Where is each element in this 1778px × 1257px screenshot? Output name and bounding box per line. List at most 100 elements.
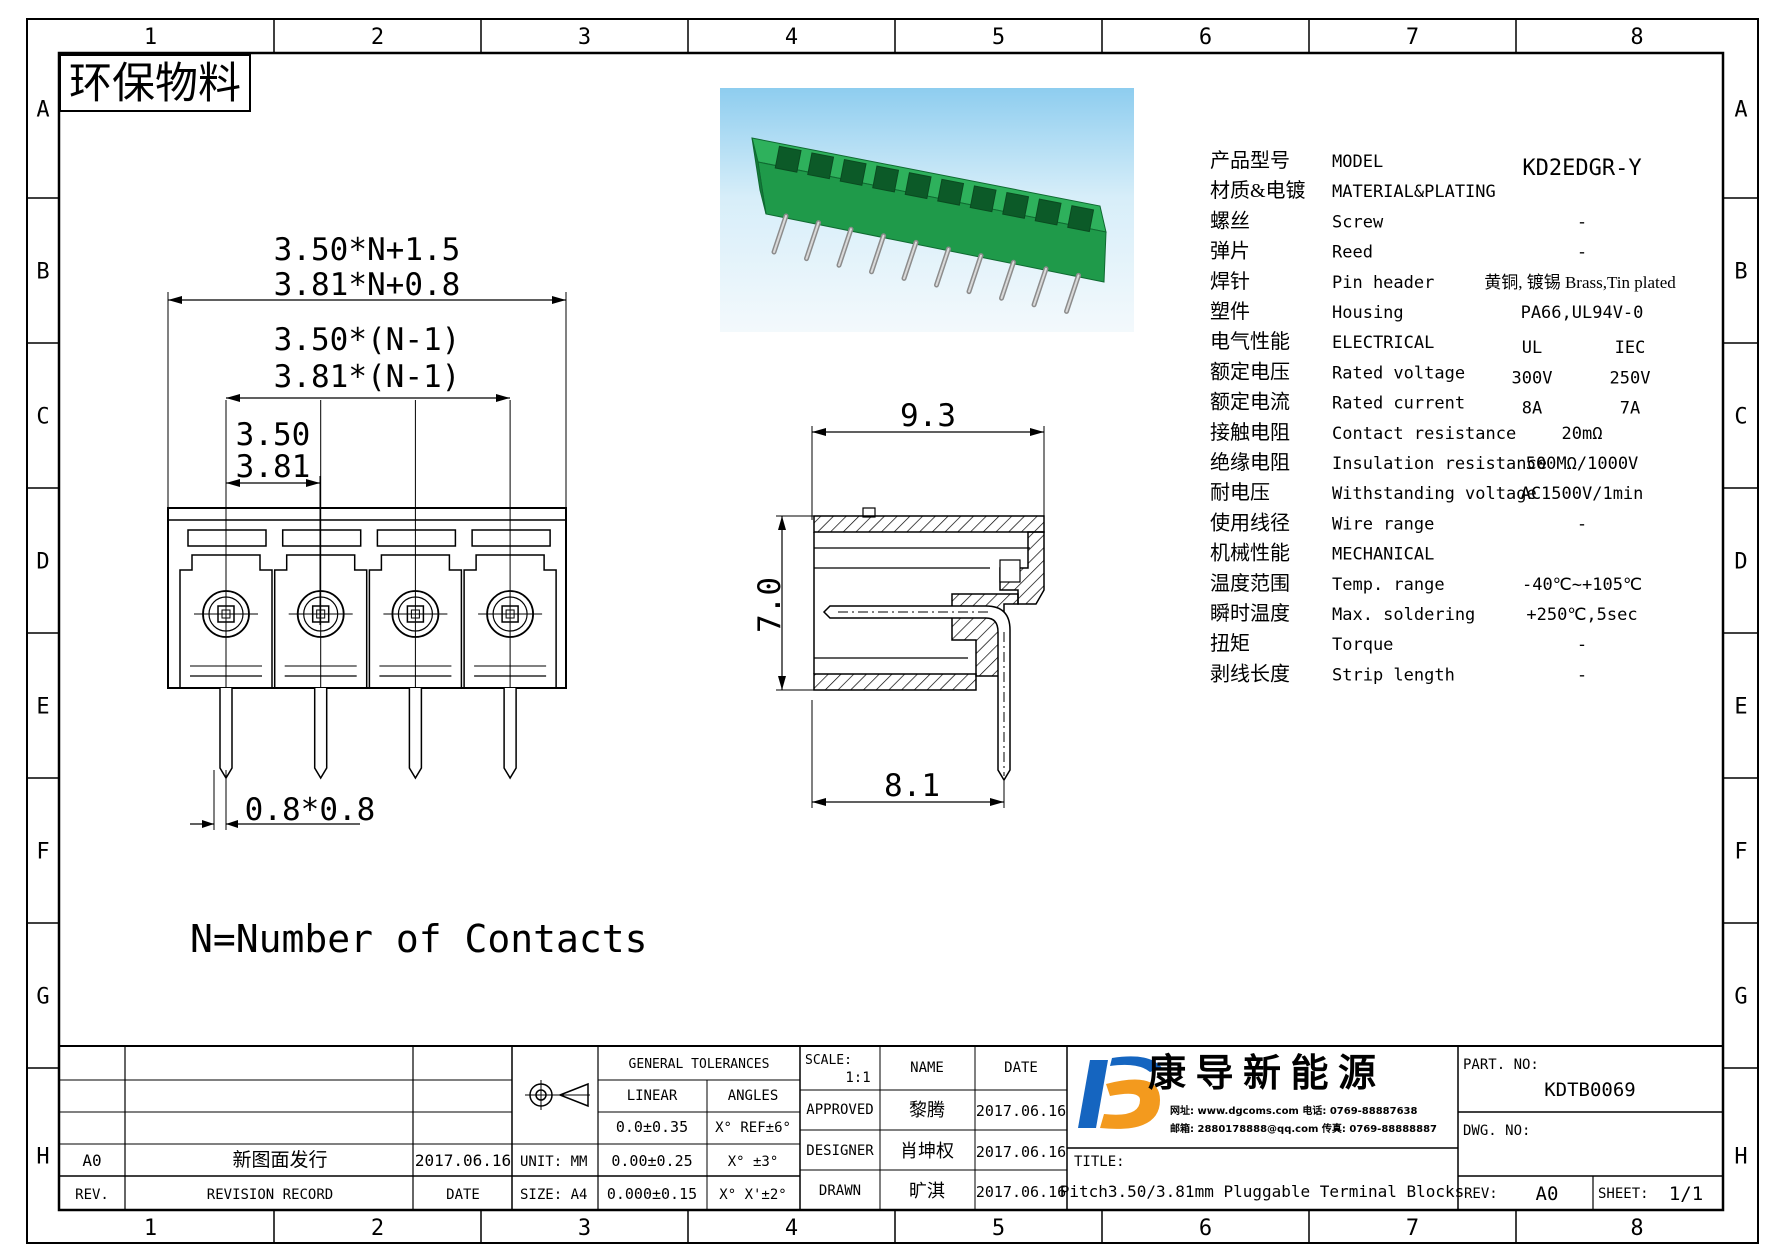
grid-row-label: F: [1734, 840, 1747, 865]
spec-value-iec: 7A: [1620, 399, 1640, 419]
general-tolerances: GENERAL TOLERANCES: [629, 1057, 770, 1072]
projection-symbol-icon: [525, 1080, 590, 1110]
spec-en-label: Contact resistance: [1332, 424, 1516, 444]
grid-col-label: 4: [785, 25, 798, 50]
grid-col-label: 7: [1406, 1216, 1419, 1241]
size-label: SIZE: A4: [520, 1187, 587, 1203]
part-no: KDTB0069: [1544, 1079, 1636, 1101]
spec-en-label: MECHANICAL: [1332, 545, 1434, 565]
spec-en-label: Pin header: [1332, 273, 1434, 293]
designer-name: 肖坤权: [900, 1141, 954, 1161]
dim-pitch-1: 3.50: [236, 417, 311, 453]
designer-label: DESIGNER: [806, 1143, 874, 1159]
spec-value: 20mΩ: [1562, 424, 1603, 444]
rev-value: A0: [1536, 1183, 1559, 1205]
spec-value: -: [1577, 514, 1587, 534]
company-contact-2: 邮箱: 2880178888@qq.com 传真: 0769-88888887: [1170, 1122, 1437, 1135]
grid-col-label: 8: [1630, 25, 1643, 50]
grid-row-label: G: [36, 985, 49, 1010]
spec-value-ul: 8A: [1522, 399, 1542, 419]
spec-value-iec: 250V: [1610, 368, 1651, 388]
dim-depth: 9.3: [900, 398, 956, 434]
spec-cn-label: 机械性能: [1210, 542, 1290, 565]
spec-value: -: [1577, 212, 1587, 232]
angles-header: ANGLES: [728, 1088, 779, 1104]
grid-row-label: H: [1734, 1145, 1747, 1170]
spec-cn-label: 弹片: [1210, 240, 1250, 263]
spec-value: 500MΩ/1000V: [1526, 454, 1639, 474]
grid-col-label: 3: [578, 1216, 591, 1241]
spec-en-label: Torque: [1332, 635, 1393, 655]
spec-en-label: Housing: [1332, 303, 1404, 323]
grid-col-label: 5: [992, 25, 1005, 50]
spec-row: 材质&电镀 MATERIAL&PLATING: [1210, 179, 1496, 202]
dim-overall-2: 3.81*N+0.8: [274, 267, 461, 303]
approved-date: 2017.06.16: [976, 1102, 1066, 1120]
spec-value: +250℃,5sec: [1526, 605, 1637, 625]
drawn-label: DRAWN: [819, 1183, 861, 1199]
record-header: REVISION RECORD: [207, 1187, 333, 1203]
spec-en-label: Max. soldering: [1332, 605, 1475, 625]
photo-socket: [774, 145, 802, 173]
spec-en-label: Reed: [1332, 243, 1373, 263]
spec-cn-label: 塑件: [1210, 300, 1250, 323]
angle-tol-3: X° X'±2°: [719, 1187, 786, 1203]
company-contact-1: 网址: www.dgcoms.com 电话: 0769-88887638: [1170, 1104, 1418, 1117]
grid-row-label: D: [36, 550, 49, 575]
front-view: 3.50*N+1.5 3.81*N+0.8 3.50*(N-1) 3.81*(N…: [167, 232, 567, 830]
spec-cn-label: 剥线长度: [1210, 662, 1290, 685]
spec-row: 塑件 Housing PA66,UL94V-0: [1210, 300, 1643, 323]
spec-value: KD2EDGR-Y: [1522, 156, 1641, 181]
photo-socket: [937, 178, 965, 206]
dim-pin-offset: 8.1: [884, 768, 940, 804]
photo-socket: [872, 165, 900, 193]
spec-value: -: [1577, 243, 1587, 263]
spec-row: 弹片 Reed -: [1210, 240, 1587, 263]
linear-tol-1: 0.0±0.35: [616, 1118, 688, 1136]
grid-row-label: C: [1734, 405, 1747, 430]
rev-date: 2017.06.16: [415, 1151, 511, 1170]
spec-value: 黄铜, 镀锡 Brass,Tin plated: [1484, 273, 1676, 292]
angle-tol-2: X° ±3°: [728, 1154, 779, 1170]
spec-value: -: [1577, 665, 1587, 685]
drawn-date: 2017.06.16: [976, 1183, 1066, 1201]
spec-en-label: Temp. range: [1332, 575, 1445, 595]
spec-row: 温度范围 Temp. range -40℃~+105℃: [1210, 572, 1642, 595]
side-view: 9.3 7.0 8.1: [752, 398, 1045, 808]
grid-col-label: 8: [1630, 1216, 1643, 1241]
eco-label-text: 环保物料: [69, 61, 241, 108]
linear-tol-2: 0.00±0.25: [611, 1152, 692, 1170]
spec-en-label: Withstanding voltage: [1332, 484, 1537, 504]
contact-slot: [273, 400, 368, 780]
product-photo: [720, 88, 1134, 332]
drawn-name: 旷淇: [909, 1181, 945, 1201]
spec-cn-label: 温度范围: [1210, 572, 1290, 595]
spec-cn-label: 材质&电镀: [1210, 179, 1306, 202]
spec-cn-label: 扭矩: [1210, 632, 1250, 655]
spec-value: PA66,UL94V-0: [1521, 303, 1644, 323]
grid-col-label: 6: [1199, 1216, 1212, 1241]
grid-row-label: C: [36, 405, 49, 430]
spec-value: -40℃~+105℃: [1522, 575, 1642, 595]
spec-cn-label: 耐电压: [1210, 481, 1270, 504]
grid-row-label: A: [36, 98, 49, 123]
spec-en-label: MATERIAL&PLATING: [1332, 182, 1496, 202]
scale-label: SCALE:: [805, 1053, 852, 1068]
grid-col-label: 2: [371, 25, 384, 50]
dwg-no-label: DWG. NO:: [1463, 1123, 1530, 1139]
photo-socket: [969, 185, 997, 213]
spec-en-label: Rated current: [1332, 394, 1465, 414]
linear-header: LINEAR: [627, 1088, 678, 1104]
spec-cn-label: 额定电压: [1210, 360, 1290, 383]
spec-en-label: Wire range: [1332, 514, 1434, 534]
